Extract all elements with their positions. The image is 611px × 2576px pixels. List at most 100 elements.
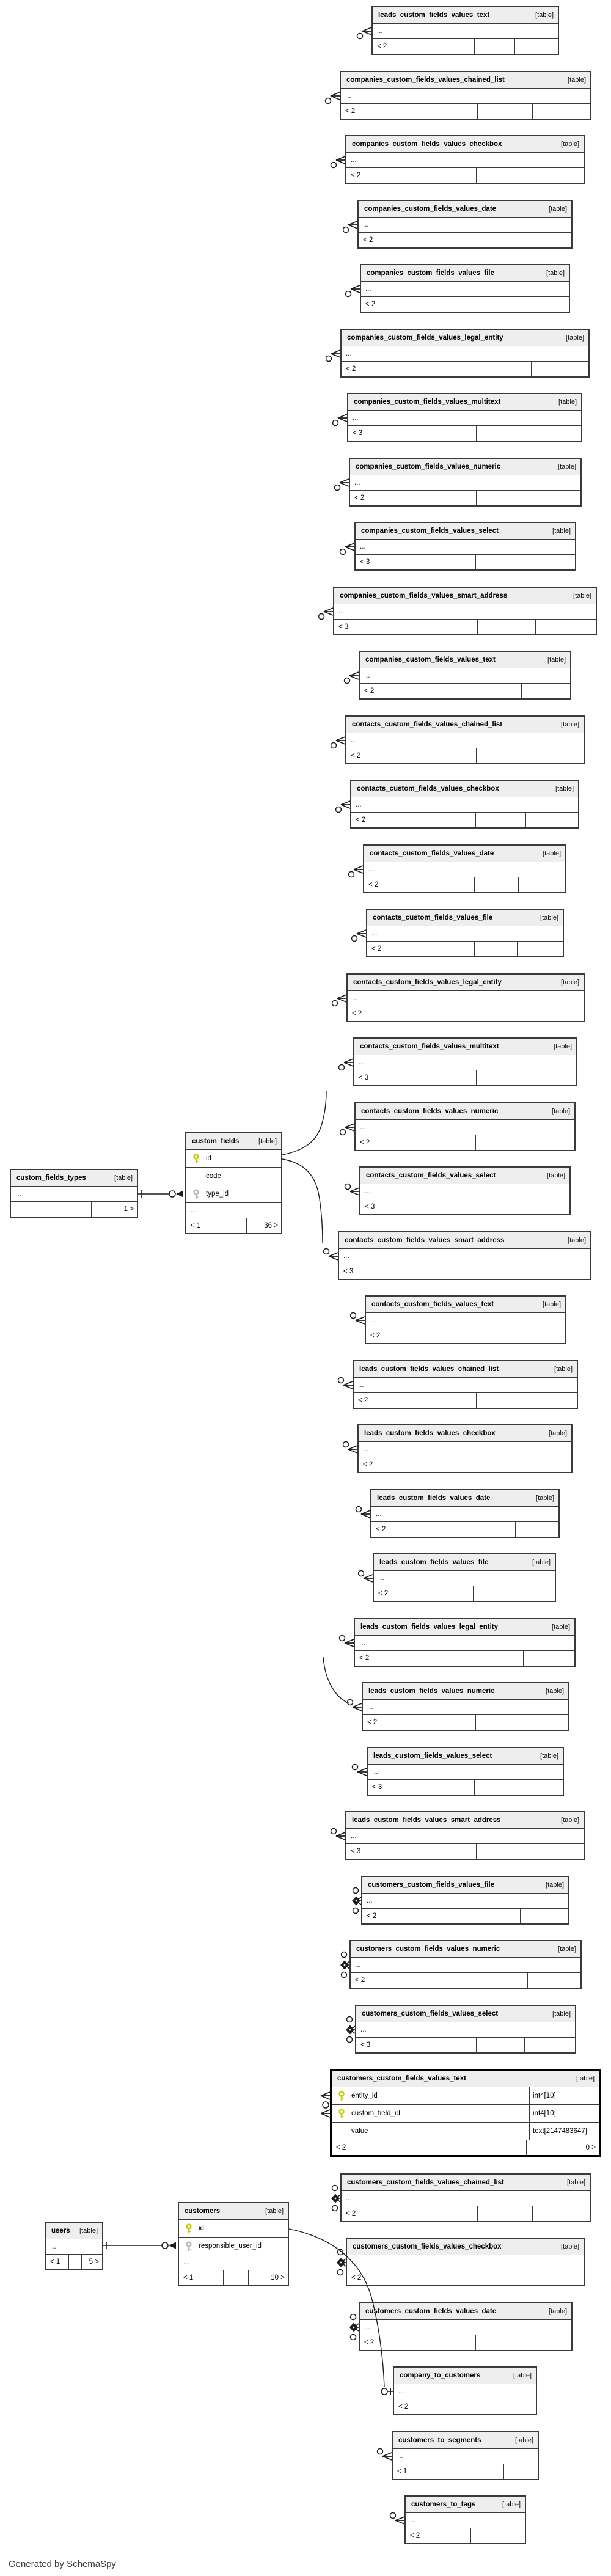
table-name[interactable]: customers_custom_fields_values_checkbox xyxy=(353,2243,502,2250)
table-name[interactable]: customers_custom_fields_values_select xyxy=(362,2010,499,2018)
table-leads_custom_fields_values_select[interactable]: leads_custom_fields_values_select[table]… xyxy=(367,1747,564,1796)
table-name[interactable]: contacts_custom_fields_values_file xyxy=(373,914,493,921)
table-name[interactable]: custom_fields xyxy=(192,1138,240,1145)
table-leads_custom_fields_values_numeric[interactable]: leads_custom_fields_values_numeric[table… xyxy=(362,1682,569,1731)
spacer-cell xyxy=(477,1393,526,1408)
table-name[interactable]: customers_to_segments xyxy=(398,2437,481,2444)
table-name[interactable]: contacts_custom_fields_values_smart_addr… xyxy=(345,1237,505,1244)
table-name[interactable]: companies_custom_fields_values_text xyxy=(365,656,496,664)
table-contacts_custom_fields_values_text[interactable]: contacts_custom_fields_values_text[table… xyxy=(365,1295,566,1344)
table-leads_custom_fields_values_date[interactable]: leads_custom_fields_values_date[table]..… xyxy=(370,1489,560,1538)
table-companies_custom_fields_values_chained_list[interactable]: companies_custom_fields_values_chained_l… xyxy=(340,71,591,120)
table-name[interactable]: contacts_custom_fields_values_select xyxy=(366,1172,496,1179)
table-contacts_custom_fields_values_legal_entity[interactable]: contacts_custom_fields_values_legal_enti… xyxy=(346,973,585,1022)
ellipsis-text: ... xyxy=(356,801,362,808)
table-leads_custom_fields_values_checkbox[interactable]: leads_custom_fields_values_checkbox[tabl… xyxy=(357,1424,573,1473)
table-contacts_custom_fields_values_date[interactable]: contacts_custom_fields_values_date[table… xyxy=(363,844,566,893)
table-companies_custom_fields_values_multitext[interactable]: companies_custom_fields_values_multitext… xyxy=(347,393,582,442)
table-name[interactable]: custom_fields_types xyxy=(16,1174,86,1182)
table-name[interactable]: customers_custom_fields_values_numeric xyxy=(356,1945,500,1953)
table-name[interactable]: customers xyxy=(185,2208,221,2215)
table-customers_to_segments[interactable]: customers_to_segments[table]...< 1 xyxy=(392,2431,539,2480)
table-contacts_custom_fields_values_smart_address[interactable]: contacts_custom_fields_values_smart_addr… xyxy=(338,1231,591,1280)
table-name[interactable]: leads_custom_fields_values_text xyxy=(378,12,490,19)
table-contacts_custom_fields_values_select[interactable]: contacts_custom_fields_values_select[tab… xyxy=(359,1166,571,1215)
table-companies_custom_fields_values_numeric[interactable]: companies_custom_fields_values_numeric[t… xyxy=(349,458,582,507)
table-contacts_custom_fields_values_chained_list[interactable]: contacts_custom_fields_values_chained_li… xyxy=(345,715,585,764)
table-leads_custom_fields_values_legal_entity[interactable]: leads_custom_fields_values_legal_entity[… xyxy=(354,1618,576,1667)
table-name[interactable]: companies_custom_fields_values_legal_ent… xyxy=(347,334,503,342)
table-customers_to_tags[interactable]: customers_to_tags[table]...< 2 xyxy=(404,2495,526,2544)
table-name[interactable]: customers_custom_fields_values_chained_l… xyxy=(347,2179,504,2186)
child-count xyxy=(525,1070,576,1085)
table-name[interactable]: leads_custom_fields_values_smart_address xyxy=(352,1817,501,1824)
table-name[interactable]: contacts_custom_fields_values_text xyxy=(371,1301,494,1308)
table-customers_custom_fields_values_file[interactable]: customers_custom_fields_values_file[tabl… xyxy=(361,1876,569,1925)
table-name[interactable]: companies_custom_fields_values_checkbox xyxy=(352,141,502,148)
table-leads_custom_fields_values_text[interactable]: leads_custom_fields_values_text[table]..… xyxy=(371,6,559,55)
parent-count: < 2 xyxy=(342,2206,478,2221)
table-custom_fields_types[interactable]: custom_fields_types[table]...1 > xyxy=(10,1169,138,1218)
table-companies_custom_fields_values_legal_entity[interactable]: companies_custom_fields_values_legal_ent… xyxy=(340,329,590,378)
table-header: leads_custom_fields_values_file[table] xyxy=(374,1554,555,1571)
table-name[interactable]: companies_custom_fields_values_numeric xyxy=(356,463,501,470)
table-name[interactable]: contacts_custom_fields_values_multitext xyxy=(360,1043,499,1050)
table-name[interactable]: customers_custom_fields_values_file xyxy=(368,1881,495,1889)
table-name[interactable]: leads_custom_fields_values_select xyxy=(373,1752,492,1760)
parent-count: < 2 xyxy=(361,297,475,312)
table-companies_custom_fields_values_text[interactable]: companies_custom_fields_values_text[tabl… xyxy=(359,651,571,700)
table-name[interactable]: contacts_custom_fields_values_date xyxy=(370,850,494,857)
table-companies_custom_fields_values_smart_address[interactable]: companies_custom_fields_values_smart_add… xyxy=(333,587,597,635)
ellipsis-text: ... xyxy=(358,1381,364,1389)
table-customers_custom_fields_values_date[interactable]: customers_custom_fields_values_date[tabl… xyxy=(359,2302,573,2351)
table-customers_custom_fields_values_text[interactable]: customers_custom_fields_values_text[tabl… xyxy=(330,2069,601,2157)
table-leads_custom_fields_values_smart_address[interactable]: leads_custom_fields_values_smart_address… xyxy=(345,1811,585,1860)
table-name[interactable]: leads_custom_fields_values_numeric xyxy=(368,1688,495,1695)
table-companies_custom_fields_values_date[interactable]: companies_custom_fields_values_date[tabl… xyxy=(357,200,573,249)
table-name[interactable]: leads_custom_fields_values_checkbox xyxy=(364,1430,496,1437)
table-name[interactable]: companies_custom_fields_values_date xyxy=(364,205,497,213)
table-name[interactable]: contacts_custom_fields_values_numeric xyxy=(361,1108,499,1115)
table-name[interactable]: leads_custom_fields_values_date xyxy=(377,1495,491,1502)
table-name[interactable]: company_to_customers xyxy=(400,2372,481,2379)
child-count xyxy=(522,684,570,698)
table-companies_custom_fields_values_select[interactable]: companies_custom_fields_values_select[ta… xyxy=(354,522,576,571)
table-name[interactable]: contacts_custom_fields_values_legal_enti… xyxy=(353,979,502,986)
table-name[interactable]: contacts_custom_fields_values_chained_li… xyxy=(352,721,503,728)
table-customers_custom_fields_values_chained_list[interactable]: customers_custom_fields_values_chained_l… xyxy=(340,2173,591,2222)
table-name[interactable]: companies_custom_fields_values_file xyxy=(367,269,495,277)
table-name[interactable]: leads_custom_fields_values_legal_entity xyxy=(360,1623,498,1631)
ellipsis-text: ... xyxy=(346,350,352,357)
spacer-cell xyxy=(476,2335,523,2350)
table-contacts_custom_fields_values_file[interactable]: contacts_custom_fields_values_file[table… xyxy=(366,909,564,957)
table-companies_custom_fields_values_file[interactable]: companies_custom_fields_values_file[tabl… xyxy=(360,264,570,313)
table-name[interactable]: companies_custom_fields_values_select xyxy=(361,527,499,535)
table-customers_custom_fields_values_checkbox[interactable]: customers_custom_fields_values_checkbox[… xyxy=(346,2238,585,2286)
table-contacts_custom_fields_values_numeric[interactable]: contacts_custom_fields_values_numeric[ta… xyxy=(354,1102,576,1151)
table-name[interactable]: customers_custom_fields_values_text xyxy=(337,2075,466,2082)
table-name[interactable]: leads_custom_fields_values_chained_list xyxy=(359,1366,499,1373)
child-count: 0 > xyxy=(585,2144,596,2151)
table-name[interactable]: users xyxy=(51,2227,70,2234)
table-customers_custom_fields_values_select[interactable]: customers_custom_fields_values_select[ta… xyxy=(355,2005,576,2054)
table-contacts_custom_fields_values_checkbox[interactable]: contacts_custom_fields_values_checkbox[t… xyxy=(350,780,579,829)
table-contacts_custom_fields_values_multitext[interactable]: contacts_custom_fields_values_multitext[… xyxy=(353,1037,577,1086)
table-customers_custom_fields_values_numeric[interactable]: customers_custom_fields_values_numeric[t… xyxy=(349,1940,582,1989)
fk-arrow-custom-fields-type-id xyxy=(169,1190,183,1198)
table-name[interactable]: leads_custom_fields_values_file xyxy=(379,1559,489,1566)
table-name[interactable]: companies_custom_fields_values_smart_add… xyxy=(340,592,508,599)
table-companies_custom_fields_values_checkbox[interactable]: companies_custom_fields_values_checkbox[… xyxy=(345,135,585,184)
table-leads_custom_fields_values_file[interactable]: leads_custom_fields_values_file[table]..… xyxy=(373,1553,556,1602)
table-name[interactable]: contacts_custom_fields_values_checkbox xyxy=(357,785,499,792)
spacer-cell xyxy=(474,1522,516,1537)
table-name[interactable]: customers_to_tags xyxy=(411,2501,476,2508)
ellipsis-text: ... xyxy=(360,2026,367,2033)
table-name[interactable]: companies_custom_fields_values_chained_l… xyxy=(346,76,505,84)
table-name[interactable]: companies_custom_fields_values_multitext xyxy=(354,398,501,406)
table-company_to_customers[interactable]: company_to_customers[table]...< 2 xyxy=(393,2366,537,2415)
table-leads_custom_fields_values_chained_list[interactable]: leads_custom_fields_values_chained_list[… xyxy=(353,1360,578,1409)
table-name[interactable]: customers_custom_fields_values_date xyxy=(365,2308,497,2315)
